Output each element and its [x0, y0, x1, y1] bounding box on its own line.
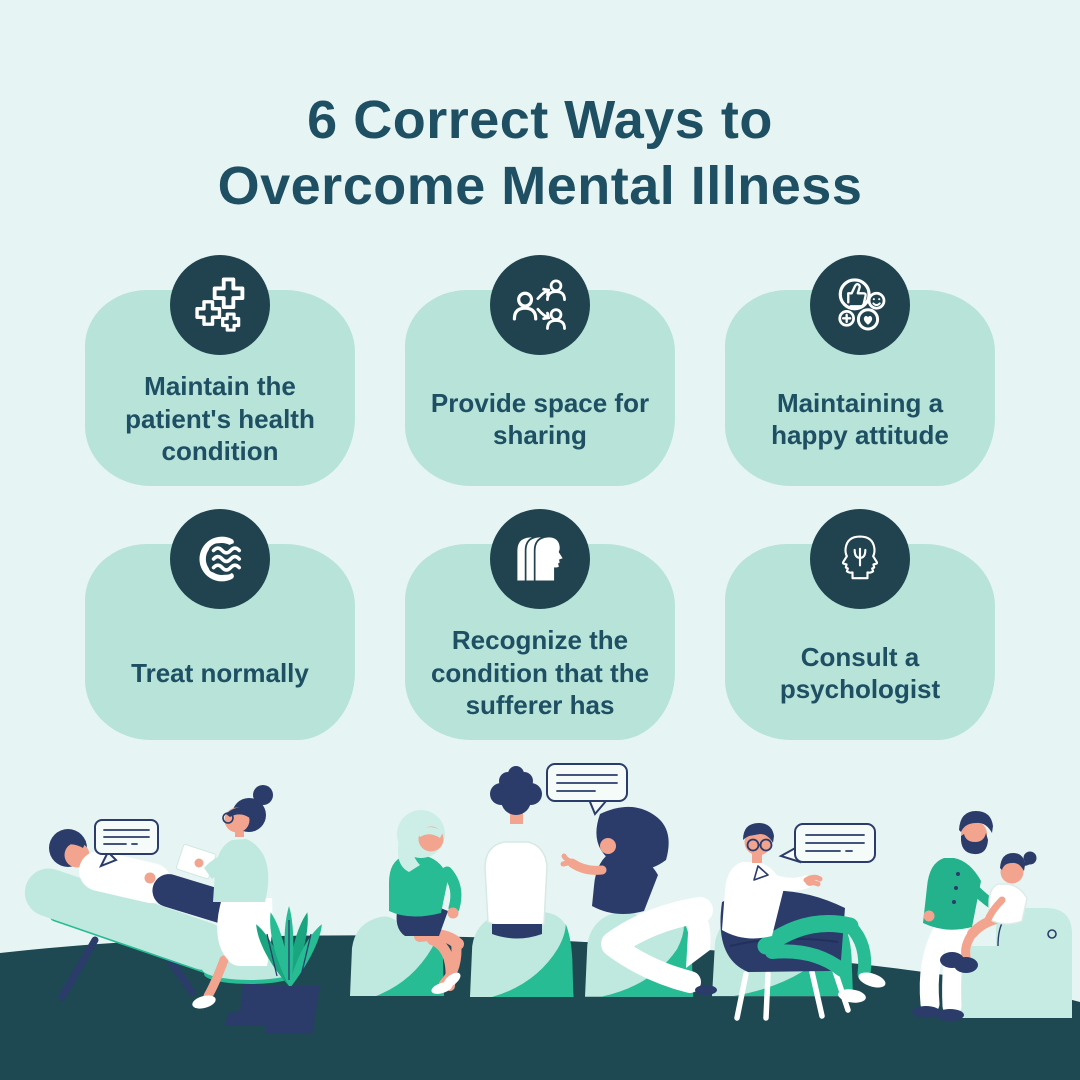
potted-plant: [256, 906, 322, 1034]
poster-title-line1: 6 Correct Ways to: [307, 90, 773, 150]
medical-crosses-icon: [170, 255, 270, 355]
scene-therapy-couch: [24, 785, 322, 1034]
person-green-sweater: [389, 810, 464, 994]
card-provide-space: Provide space for sharing: [405, 255, 675, 486]
speech-bubble-icon: [778, 823, 876, 864]
person-counselor: [722, 823, 886, 1003]
poster-title-line2: Overcome Mental Illness: [217, 155, 863, 216]
counseling-scenes-illustration: [0, 763, 1080, 1080]
sharing-people-icon: [490, 255, 590, 355]
card-label: Treat normally: [131, 657, 309, 688]
card-consult-psychologist: Consult a psychologist: [725, 509, 995, 740]
card-label: Provide space for sharing: [430, 387, 650, 451]
card-label: Maintain the patient's health condition: [125, 371, 315, 467]
psychology-heads-icon: [810, 509, 910, 609]
poster-title: 6 Correct Ways to Overcome Mental Illnes…: [0, 88, 1080, 220]
calm-waves-icon: [170, 509, 270, 609]
speech-bubble-icon: [546, 763, 628, 816]
speech-bubble-icon: [94, 819, 159, 868]
person-child: [940, 851, 1037, 973]
card: Treat normally: [85, 544, 355, 740]
card-maintain-health: Maintain the patient's health condition: [85, 255, 355, 486]
face-profiles-icon: [490, 509, 590, 609]
card-label: Recognize the condition that the suffere…: [430, 625, 650, 721]
card-recognize-condition: Recognize the condition that the suffere…: [405, 509, 675, 740]
card-label: Maintaining a happy attitude: [771, 387, 949, 451]
scene-family-consultation: [720, 811, 1072, 1021]
person-white-shirt-back: [484, 766, 548, 939]
scene-bean-bag-group: [350, 763, 853, 998]
card-happy-attitude: Maintaining a happy attitude: [725, 255, 995, 486]
card-treat-normally: Treat normally: [85, 509, 355, 740]
card-label: Consult a psychologist: [779, 641, 941, 705]
person-leaning-woman: [560, 806, 717, 995]
card: Consult a psychologist: [725, 544, 995, 740]
happy-attitude-icon: [810, 255, 910, 355]
